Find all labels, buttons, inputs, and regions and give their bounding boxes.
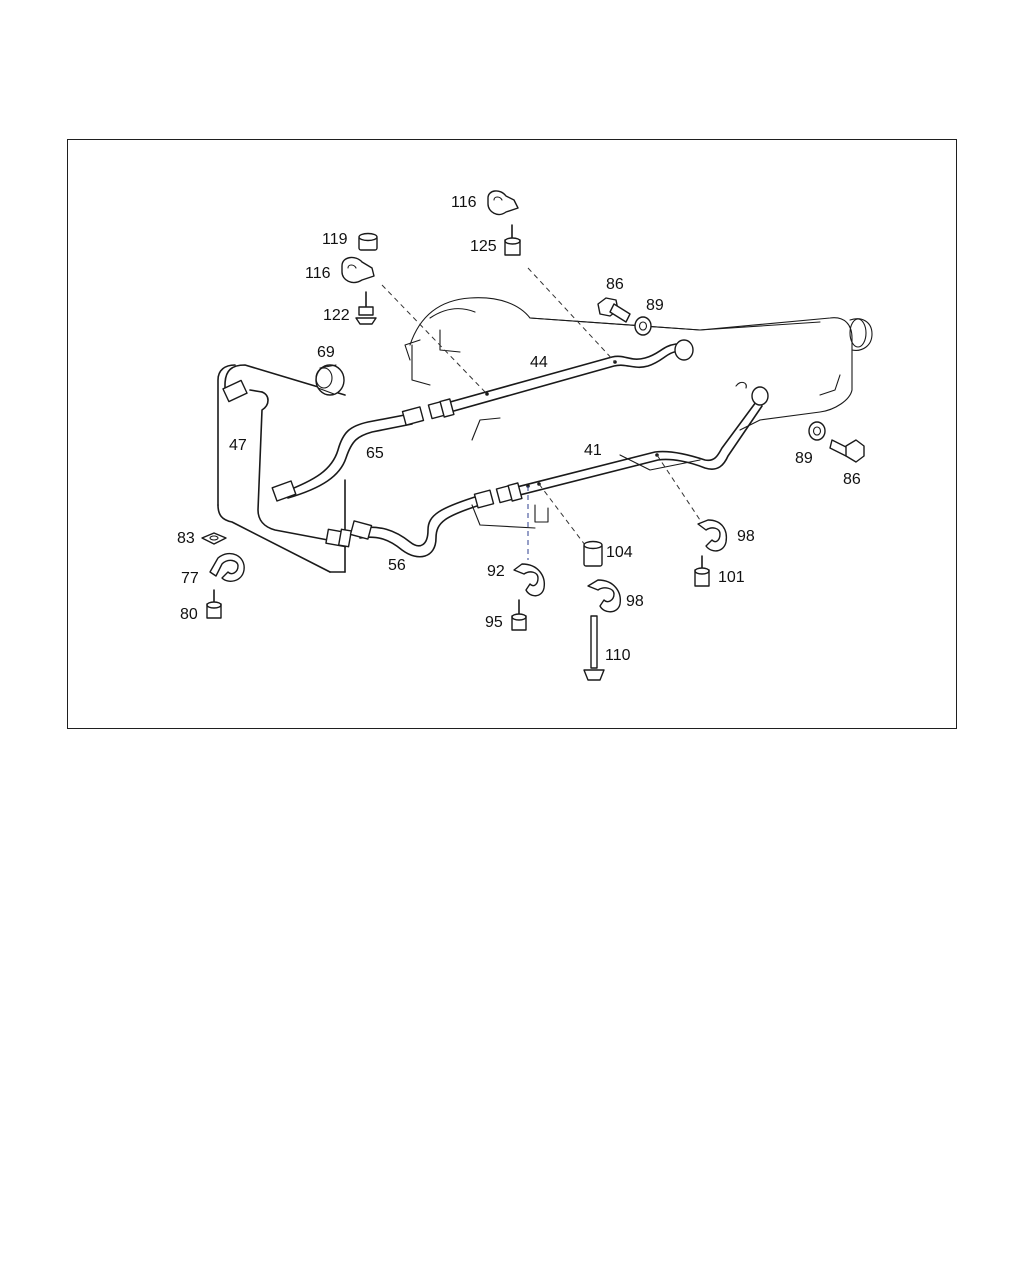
label-101: 101 <box>718 569 745 586</box>
label-98-lower: 98 <box>626 593 644 610</box>
label-47: 47 <box>229 437 247 454</box>
line-65 <box>271 406 425 502</box>
label-116-top: 116 <box>451 194 477 211</box>
transmission-housing <box>404 297 873 529</box>
clamp-77 <box>209 552 245 582</box>
line-47 <box>217 364 353 573</box>
washer-89-top <box>634 316 652 336</box>
label-98-upper: 98 <box>737 528 755 545</box>
label-69: 69 <box>317 344 335 361</box>
label-119: 119 <box>322 231 348 248</box>
label-122: 122 <box>323 307 350 324</box>
label-104: 104 <box>606 544 633 561</box>
line-56 <box>349 489 495 558</box>
label-110: 110 <box>605 647 631 664</box>
label-41: 41 <box>584 442 602 459</box>
leader-lines <box>381 267 701 560</box>
grommet-69 <box>315 364 345 396</box>
label-92: 92 <box>487 563 505 580</box>
label-83: 83 <box>177 530 195 547</box>
label-77: 77 <box>181 570 199 587</box>
label-95: 95 <box>485 614 503 631</box>
label-44: 44 <box>530 354 548 371</box>
label-89-right: 89 <box>795 450 813 467</box>
clamp-98-lower <box>587 579 621 613</box>
spacer-104 <box>583 540 603 567</box>
label-86-right: 86 <box>843 471 861 488</box>
banjo-bolt-86-right <box>829 439 865 463</box>
label-80: 80 <box>180 606 198 623</box>
nut-83 <box>201 532 227 545</box>
bolt-125 <box>504 224 521 256</box>
line-41 <box>495 381 769 504</box>
bolt-101 <box>694 555 710 587</box>
bolt-95 <box>511 599 527 631</box>
clip-116-lower <box>341 256 375 284</box>
label-65: 65 <box>366 445 384 462</box>
bolt-122 <box>355 291 377 325</box>
bolt-110 <box>583 615 605 681</box>
clamp-92 <box>513 563 545 597</box>
part-labels: 116 125 119 116 122 86 89 69 44 47 65 41… <box>177 194 861 664</box>
clip-116-top <box>487 190 519 216</box>
clamp-98-upper <box>697 519 728 552</box>
line-44 <box>427 339 694 420</box>
label-125: 125 <box>470 238 497 255</box>
washer-89-right <box>808 421 826 441</box>
spacer-119 <box>358 232 378 251</box>
banjo-bolt-86-top <box>597 297 631 323</box>
label-89-top: 89 <box>646 297 664 314</box>
label-56: 56 <box>388 557 406 574</box>
label-86-top: 86 <box>606 276 624 293</box>
label-116-lower: 116 <box>305 265 331 282</box>
bolt-80 <box>206 589 222 619</box>
